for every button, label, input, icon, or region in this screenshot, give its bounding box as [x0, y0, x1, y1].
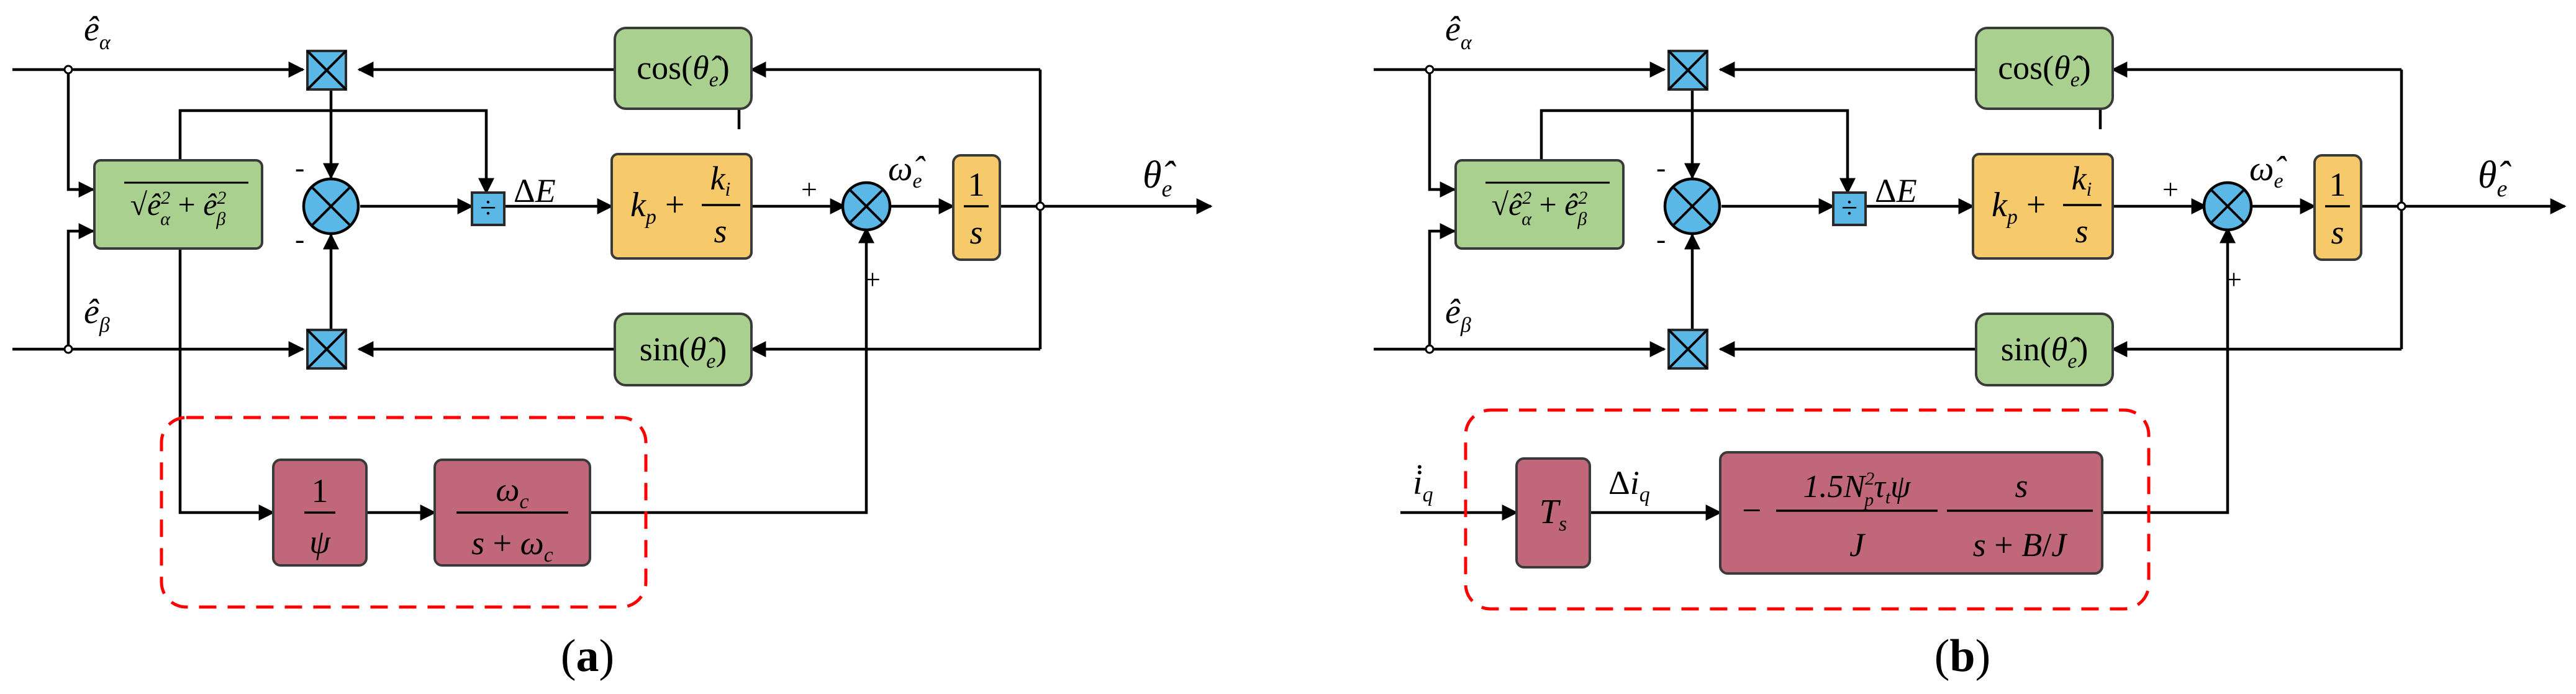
delta-iq-b: Δiq: [1608, 464, 1650, 506]
integrator-block-a: 1 s: [952, 154, 1001, 261]
input-beta-a: êβ: [84, 293, 110, 337]
sign-plus-bottom-b: +: [2226, 263, 2242, 295]
svg-text:s + B/J: s + B/J: [1973, 526, 2069, 564]
panel-b-wires: [1374, 62, 2567, 521]
inv-psi-block-a: 1 ψ: [272, 459, 368, 567]
svg-text:−: −: [1742, 491, 1762, 530]
sum-junction-error-b: [1663, 177, 1721, 235]
sin-block-b: sin(θ̂e): [1975, 313, 2114, 386]
ts-block-b: Ts: [1515, 457, 1591, 568]
lowpass-filter-block-a: ωc s + ωc: [433, 459, 591, 567]
sum-junction-speed-a: [841, 181, 892, 232]
sign-plus-left-a: +: [801, 173, 817, 205]
input-alpha-a: êα: [84, 10, 111, 54]
sign-minus-bottom-b: -: [1656, 223, 1666, 255]
divide-block-a: ÷: [471, 191, 506, 226]
svg-text:J: J: [1849, 526, 1866, 564]
panel-label-a: (a): [561, 631, 614, 682]
delta-e-b: ΔE: [1875, 172, 1917, 209]
pi-block-a-label: kp +: [630, 186, 684, 229]
feedforward-region-a: [160, 416, 648, 609]
sign-minus-top-b: -: [1656, 152, 1666, 183]
input-beta-b: êβ: [1445, 293, 1471, 337]
input-alpha-b: êα: [1445, 10, 1472, 54]
svg-text:s: s: [2015, 467, 2028, 505]
sign-minus-bottom-a: -: [295, 223, 304, 255]
theta-hat-out-a: θ̂e: [1143, 154, 1176, 202]
svg-text:s: s: [2331, 214, 2344, 251]
sign-plus-left-b: +: [2162, 173, 2179, 205]
omega-hat-a: ω̂e: [888, 150, 926, 193]
cos-block-a: cos(θ̂e): [614, 27, 753, 110]
divide-block-b: ÷: [1832, 191, 1867, 226]
multiplier-bottom-b: [1667, 329, 1708, 370]
svg-text:ψ: ψ: [309, 523, 331, 560]
theta-hat-out-b: θ̂e: [2478, 154, 2511, 202]
pi-controller-block-b: kp + ki s: [1972, 153, 2114, 260]
svg-text:s: s: [714, 212, 727, 250]
svg-text:1: 1: [2329, 166, 2346, 203]
sum-junction-error-a: [302, 177, 360, 235]
iq-input-b: i̇q: [1413, 463, 1433, 506]
multiplier-top-b: [1667, 50, 1708, 91]
svg-text:s + ωc: s + ωc: [471, 524, 553, 567]
sign-minus-top-a: -: [295, 152, 304, 183]
cos-block-b: cos(θ̂e): [1975, 27, 2114, 110]
svg-text:1: 1: [312, 472, 329, 509]
svg-text:1: 1: [968, 166, 985, 203]
svg-text:s: s: [2075, 212, 2088, 250]
integrator-block-b: 1 s: [2313, 154, 2362, 261]
multiplier-top-a: [306, 50, 347, 91]
sign-plus-bottom-a: +: [864, 263, 881, 295]
delta-e-a: ΔE: [514, 172, 556, 209]
divide-symbol-b: ÷: [1841, 191, 1857, 224]
panel-a-wires: [12, 62, 1213, 521]
pi-block-b-label: kp +: [1992, 186, 2046, 229]
sin-block-a: sin(θ̂e): [614, 313, 753, 386]
feedforward-region-b: [1464, 408, 2151, 611]
pi-controller-block-a: kp + ki s: [610, 153, 753, 260]
sum-junction-speed-b: [2202, 181, 2253, 232]
svg-text:s: s: [969, 214, 982, 251]
panel-label-b: (b): [1934, 631, 1990, 682]
omega-hat-b: ω̂e: [2249, 150, 2287, 193]
divide-symbol-a: ÷: [480, 191, 496, 224]
multiplier-bottom-a: [306, 329, 347, 370]
